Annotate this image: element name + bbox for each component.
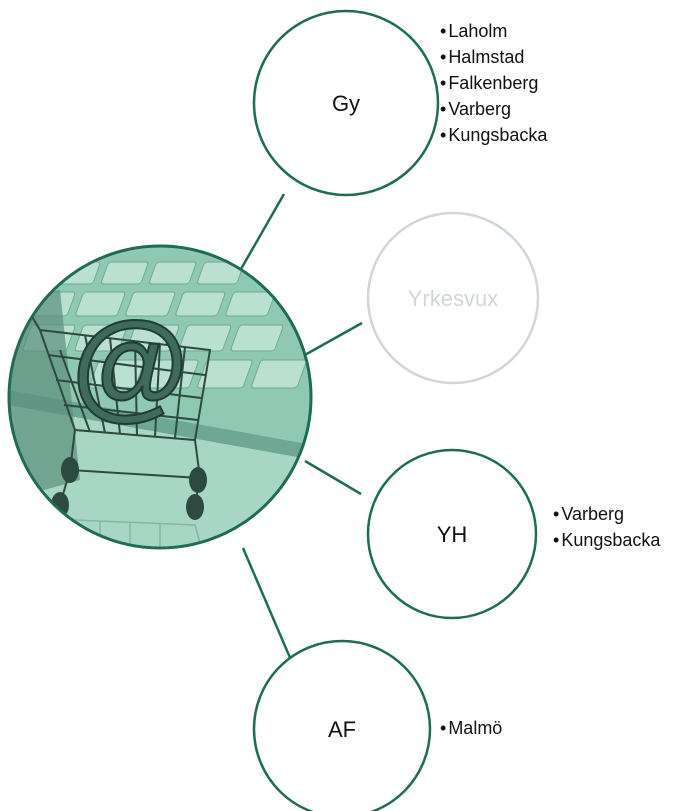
node-af: AF [252,639,432,811]
list-item: Varberg [440,96,547,122]
list-item: Falkenberg [440,70,547,96]
node-gy: Gy [252,9,440,197]
node-yh-label: YH [437,522,468,547]
shopping-cart-photo: @ [9,246,311,548]
node-yh: YH [366,448,538,620]
connector-yrkesvux [302,321,363,358]
connector-gy [235,193,286,277]
list-item: Kungsbacka [440,122,547,148]
yh-location-list: Varberg Kungsbacka [553,501,660,553]
list-item: Kungsbacka [553,527,660,553]
node-yrkesvux-label: Yrkesvux [408,286,498,311]
connector-yh [304,459,362,496]
node-yrkesvux: Yrkesvux [366,211,540,385]
af-location-list: Malmö [440,715,502,741]
node-gy-label: Gy [332,91,360,116]
node-af-label: AF [328,717,356,742]
list-item: Malmö [440,715,502,741]
list-item: Varberg [553,501,660,527]
svg-text:@: @ [71,297,188,431]
list-item: Halmstad [440,44,547,70]
connector-af [241,547,293,661]
gy-location-list: Laholm Halmstad Falkenberg Varberg Kungs… [440,18,547,148]
list-item: Laholm [440,18,547,44]
